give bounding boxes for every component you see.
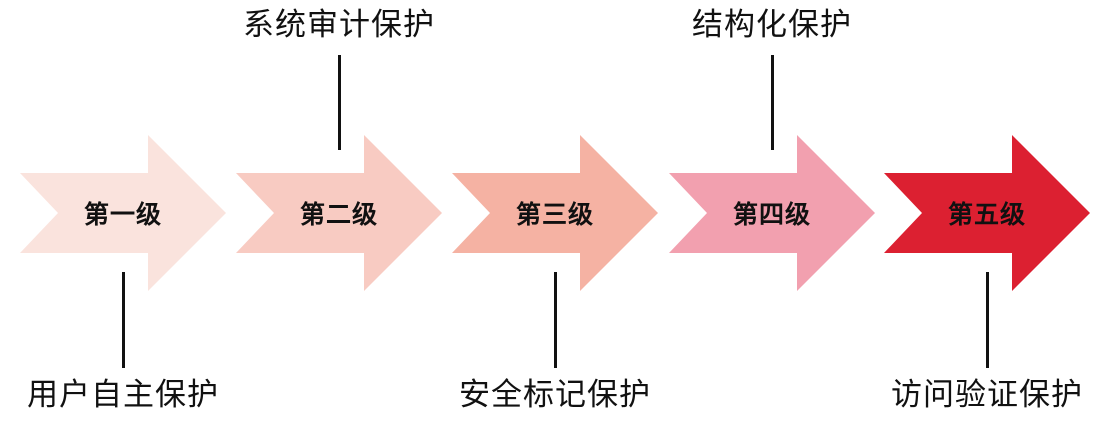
connector-line [122,272,125,368]
arrow-shape [20,135,226,291]
level-group-2: 第二级 系统审计保护 [236,0,442,426]
connector-line [338,55,341,150]
level-group-3: 第三级 安全标记保护 [452,0,658,426]
level-3-arrow-right-icon [452,135,658,291]
level-2-arrow-right-icon [236,135,442,291]
arrow-shape [884,135,1090,291]
level-5-arrow-right-icon [884,135,1090,291]
level-group-5: 第五级 访问验证保护 [884,0,1090,426]
arrow-shape [236,135,442,291]
level-1-annotation: 用户自主保护 [27,377,219,412]
connector-line [554,272,557,368]
arrow-shape [452,135,658,291]
level-4-arrow-right-icon [669,135,875,291]
level-3-annotation: 安全标记保护 [459,377,651,412]
level-1-arrow-right-icon [20,135,226,291]
connector-line [986,272,989,368]
connector-line [771,55,774,150]
level-5-annotation: 访问验证保护 [891,377,1083,412]
level-4-annotation: 结构化保护 [692,7,852,42]
level-group-4: 第四级 结构化保护 [669,0,875,426]
arrow-shape [669,135,875,291]
level-group-1: 第一级 用户自主保护 [20,0,226,426]
level-2-annotation: 系统审计保护 [243,7,435,42]
